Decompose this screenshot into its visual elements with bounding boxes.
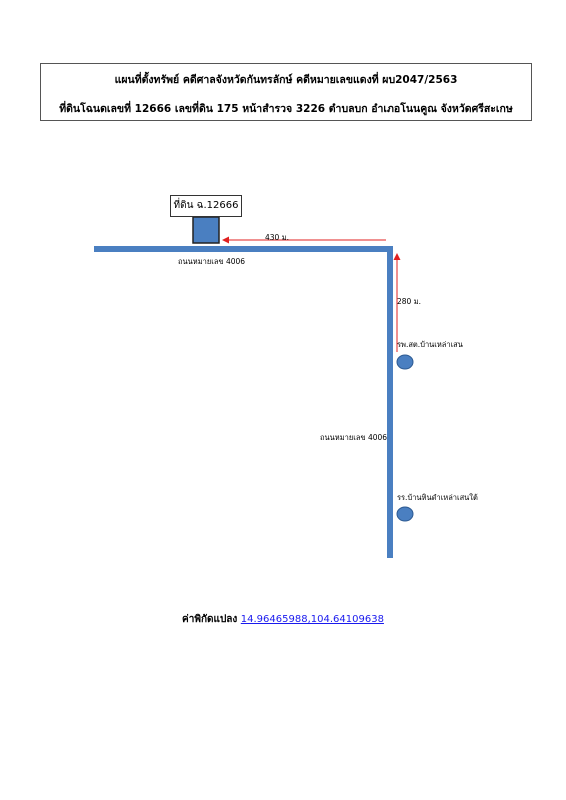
landmark-school-marker (396, 506, 414, 522)
distance-label-vertical: 280 ม. (397, 297, 422, 306)
plot-label: ที่ดิน ฉ.12666 (170, 195, 242, 217)
coordinate-label: ค่าพิกัดแปลง (182, 614, 238, 625)
coordinate-line: ค่าพิกัดแปลง 14.96465988,104.64109638 (0, 612, 566, 627)
landmark-school-label: รร.บ้านหินดำเหล่าเสนใต้ (397, 493, 478, 502)
road-label-horizontal: ถนนหมายเลข 4006 (178, 257, 246, 266)
header-title: แผนที่ตั้งทรัพย์ คดีศาลจังหวัดกันทรลักษ์… (114, 74, 458, 86)
header-box: แผนที่ตั้งทรัพย์ คดีศาลจังหวัดกันทรลักษ์… (40, 63, 532, 121)
landmark-hospital-label: รพ.สต.บ้านเหล่าเสน (397, 340, 463, 349)
road-label-vertical: ถนนหมายเลข 4006 (320, 433, 388, 442)
header-subtitle: ที่ดินโฉนดเลขที่ 12666 เลขที่ดิน 175 หน้… (59, 103, 513, 115)
landmark-hospital-marker (396, 354, 414, 370)
coordinate-link[interactable]: 14.96465988,104.64109638 (240, 614, 384, 625)
plot-marker (192, 216, 220, 244)
distance-label-horizontal: 430 ม. (265, 233, 290, 242)
